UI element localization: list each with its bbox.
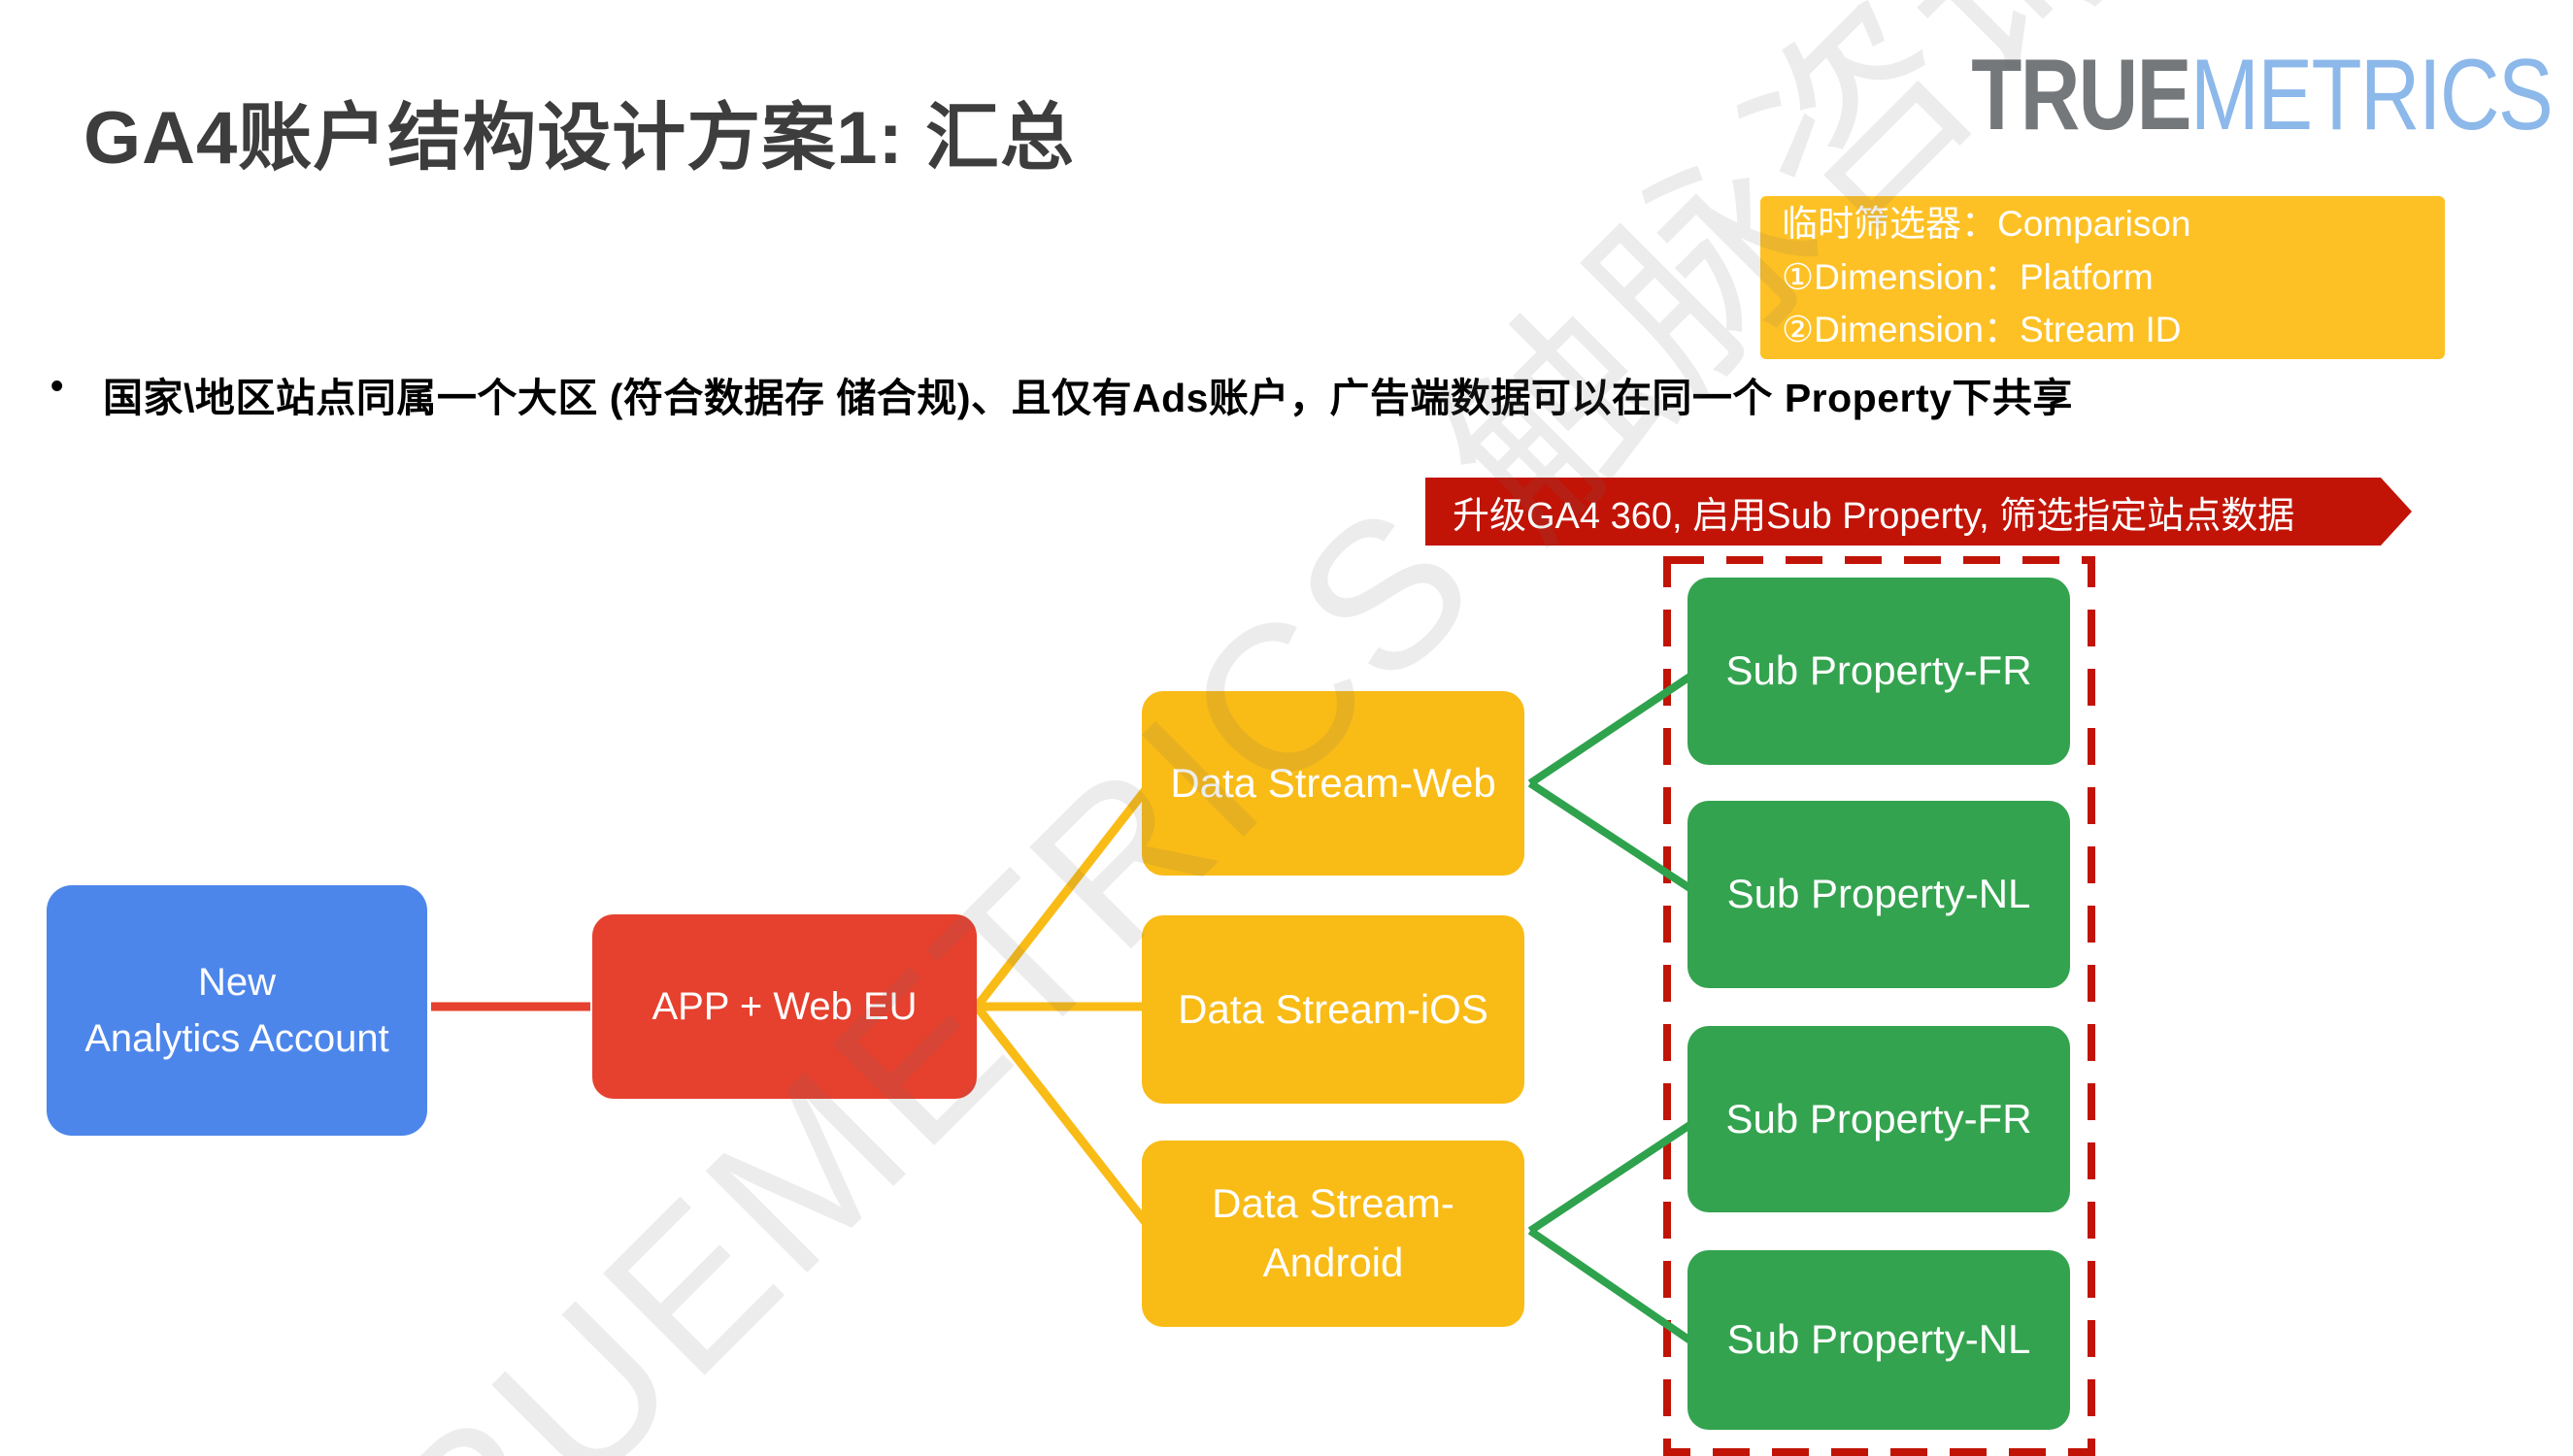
stream-web-label: Data Stream-Web [1170,759,1496,806]
connector-property-stream-android [973,1004,1154,1232]
page-title: GA4账户结构设计方案1: 汇总 [84,97,1075,180]
logo-metrics-part: METRICS [2189,39,2554,151]
account-label-line2: Analytics Account [84,1017,389,1060]
filter-note-line-3: ②Dimension：Stream ID [1782,310,2182,350]
filter-note-line-2: ①Dimension：Platform [1782,256,2154,297]
upgrade-banner-text: 升级GA4 360, 启用Sub Property, 筛选指定站点数据 [1453,495,2295,537]
connector-android-subnl [1527,1227,1700,1349]
connector-web-subnl [1527,779,1700,897]
sub-property-3-label: Sub Property-FR [1725,1095,2032,1142]
node-sub-property-nl-2: Sub Property-NL [1687,1250,2070,1430]
node-data-stream-android: Data Stream-Android [1142,1141,1524,1327]
connector-property-stream-web [973,780,1154,1009]
bullet-text: 国家\地区站点同属一个大区 (符合数据存 储合规)、且仅有Ads账户，广告端数据… [103,376,2073,420]
sub-property-1-label: Sub Property-FR [1725,647,2032,694]
upgrade-banner-arrow: 升级GA4 360, 启用Sub Property, 筛选指定站点数据 [1425,478,2412,546]
sub-property-4-label: Sub Property-NL [1726,1316,2031,1363]
bullet-marker: • [50,366,64,407]
bullet-item: • 国家\地区站点同属一个大区 (符合数据存 储合规)、且仅有Ads账户，广告端… [50,365,2381,423]
node-sub-property-fr-1: Sub Property-FR [1687,578,2070,765]
stream-android-label: Data Stream-Android [1212,1180,1454,1285]
node-data-stream-web: Data Stream-Web [1142,691,1524,876]
connector-android-subfr [1527,1116,1700,1235]
node-new-analytics-account: New Analytics Account [47,885,427,1136]
stream-ios-label: Data Stream-iOS [1178,985,1488,1032]
node-sub-property-fr-2: Sub Property-FR [1687,1026,2070,1212]
connector-web-subfr [1527,668,1700,787]
node-app-web-eu-property: APP + Web EU [592,914,977,1099]
property-label: APP + Web EU [652,985,918,1028]
filter-note-box: 临时筛选器：Comparison ①Dimension：Platform ②Di… [1760,196,2445,359]
sub-property-2-label: Sub Property-NL [1726,871,2031,917]
node-data-stream-ios: Data Stream-iOS [1142,915,1524,1104]
node-sub-property-nl-1: Sub Property-NL [1687,801,2070,988]
filter-note-line-1: 临时筛选器：Comparison [1782,203,2191,244]
logo-true-part: TRUE [1971,39,2191,151]
sub-property-group-dashed-frame [1663,556,2095,1456]
account-label-line1: New [197,961,277,1004]
truemetrics-logo: TRUEMETRICS [1971,45,2554,146]
